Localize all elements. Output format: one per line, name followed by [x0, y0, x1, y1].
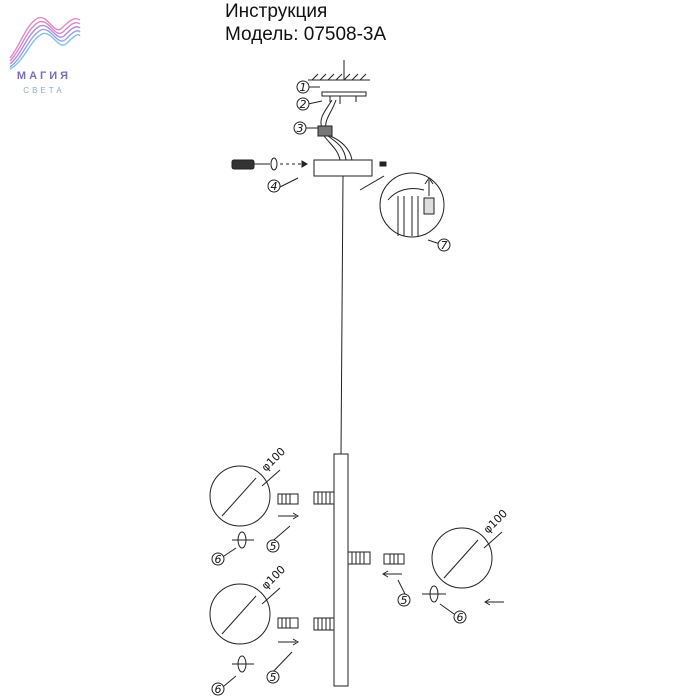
shade-right: [431, 527, 503, 589]
rotate-icon-2: [232, 655, 254, 673]
callout-2-label: 2: [300, 98, 307, 111]
callout-6c: [453, 610, 467, 624]
socket-left-bottom: [313, 617, 335, 631]
callout-2: [296, 97, 310, 111]
rotate-icon-1: [232, 531, 254, 549]
lamp-bar: [333, 453, 349, 687]
callout-5a-label: 5: [270, 540, 277, 553]
screwdriver-icon: [231, 157, 308, 171]
detail-zoom: [359, 172, 445, 238]
callout-5b-label: 5: [270, 671, 277, 684]
socket-right: [347, 551, 371, 565]
model-number: Модель: 07508-3А: [225, 24, 387, 45]
callout-7-label: 7: [441, 239, 448, 252]
bulb-top-left: [277, 493, 299, 520]
callout-4: [267, 179, 281, 193]
callout-1: [296, 80, 310, 94]
rotate-icon-3: [422, 585, 446, 603]
callout-3: [293, 121, 307, 135]
logo-word: МАГИЯ: [16, 70, 72, 82]
callout-1-label: 1: [300, 81, 307, 94]
shade-diameter-top-left: φ100: [259, 445, 288, 474]
callout-3-label: 3: [297, 122, 304, 135]
push-arrow-head: [484, 598, 491, 606]
brand-logo: МАГИЯ СВЕТА: [4, 6, 84, 98]
document-title: Инструкция: [225, 1, 328, 22]
logo-wave-icon: [9, 16, 81, 70]
callout-5b: [266, 670, 280, 684]
canopy: [313, 159, 373, 177]
suspension-cable: [340, 175, 344, 455]
bulb-bottom-left: [277, 617, 299, 646]
logo-subword: СВЕТА: [23, 86, 65, 95]
bulb-right: [382, 553, 405, 578]
callout-6c-label: 6: [457, 611, 464, 624]
mounting-bracket: [321, 91, 367, 104]
screw: [379, 161, 387, 167]
terminal-block: [317, 125, 333, 137]
socket-left-top: [313, 491, 335, 505]
callout-6b: [211, 682, 225, 696]
shade-diameter-right: φ100: [481, 507, 510, 536]
shade-top-left: [209, 465, 281, 527]
callout-5c: [397, 593, 411, 607]
callout-6a-label: 6: [215, 553, 222, 566]
callout-5c-label: 5: [401, 594, 408, 607]
ceiling-hatch: [308, 73, 370, 81]
callout-4-label: 4: [271, 180, 278, 193]
shade-bottom-left: [209, 583, 281, 645]
callout-6a: [211, 552, 225, 566]
callout-7: [437, 238, 451, 252]
callout-5a: [266, 539, 280, 553]
shade-diameter-bottom-left: φ100: [259, 563, 288, 592]
callout-6b-label: 6: [215, 683, 222, 696]
